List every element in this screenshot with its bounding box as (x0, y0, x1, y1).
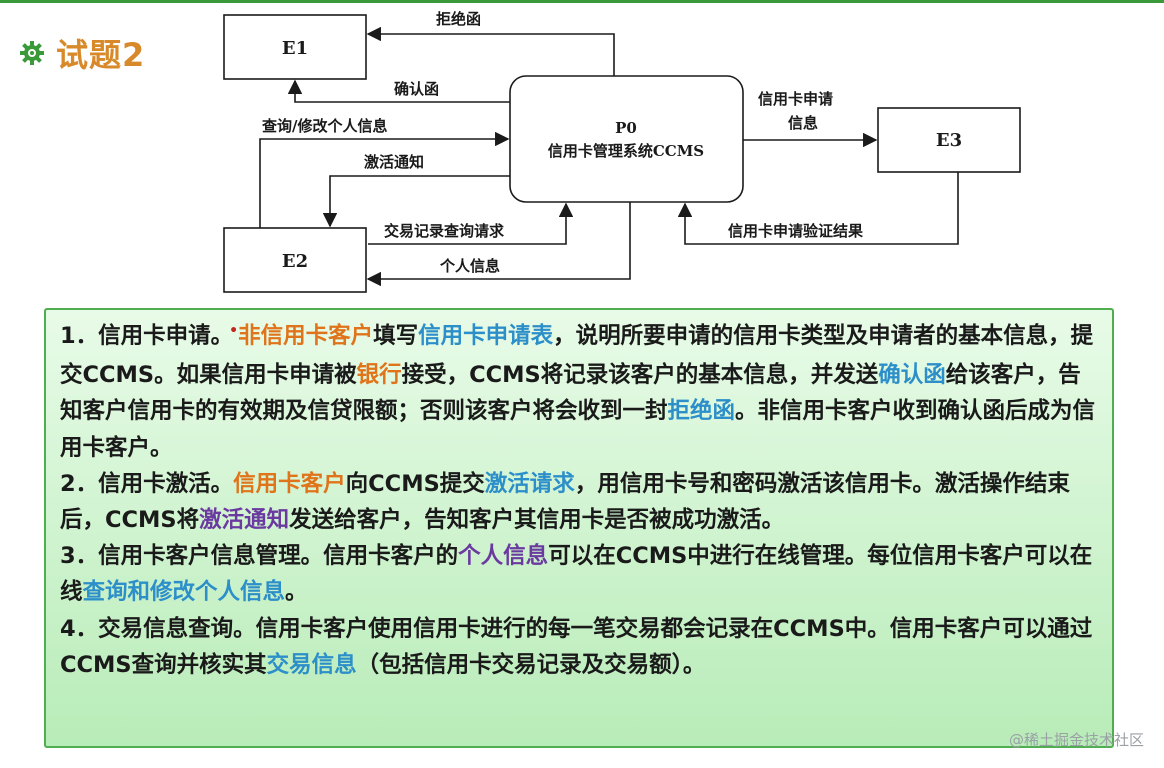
para2-seg: 2．信用卡激活。 (60, 470, 234, 497)
top-accent-bar (0, 0, 1164, 3)
para1-seg: 确认函 (878, 362, 946, 389)
label-card-application-line2: 信息 (788, 114, 818, 132)
entity-e1: E1 (223, 14, 367, 80)
flow-personal-info (366, 202, 631, 287)
label-activation-notice: 激活通知 (364, 153, 424, 171)
para2-seg: 激活请求 (484, 470, 575, 497)
entity-e2: E2 (223, 227, 367, 293)
slide-title-text: 试题2 (56, 36, 146, 74)
watermark: @稀土掘金技术社区 (1008, 731, 1144, 749)
para1-seg: 1．信用卡申请。 (60, 323, 234, 349)
flow-transaction-query (368, 202, 574, 245)
para1-seg: 非信用卡客户 (238, 323, 374, 349)
label-confirm-letter: 确认函 (394, 80, 439, 98)
entity-e1-label: E1 (282, 38, 308, 59)
para2-seg: 激活通知 (199, 507, 290, 534)
para3-seg: 个人信息 (458, 543, 549, 570)
requirements-text-box: 1．信用卡申请。•非信用卡客户填写信用卡申请表，说明所要申请的信用卡类型及申请者… (44, 308, 1114, 748)
para1-seg: 拒绝函 (667, 398, 736, 425)
process-id: P0 (615, 119, 637, 137)
para1-seg: 给该客户，告知客户信用卡的有效期及信贷限额；否则该客户将会收到一封 (60, 362, 1081, 425)
paragraph-4: 4．交易信息查询。信用卡客户使用信用卡进行的每一笔交易都会记录在CCMS中。信用… (60, 611, 1098, 683)
para2-seg: 向CCMS提交 (345, 470, 485, 497)
paragraph-2: 2．信用卡激活。信用卡客户向CCMS提交激活请求，用信用卡号和密码激活该信用卡。… (60, 466, 1098, 538)
gear-bullet-icon (18, 39, 46, 67)
paragraph-1: 1．信用卡申请。•非信用卡客户填写信用卡申请表，说明所要申请的信用卡类型及申请者… (60, 318, 1098, 466)
label-personal-info: 个人信息 (439, 257, 500, 275)
para2-seg: 信用卡客户 (233, 470, 346, 497)
label-reject-letter: 拒绝函 (436, 10, 481, 28)
label-card-application-line1: 信用卡申请 (758, 90, 833, 108)
para1-seg: 接受，CCMS将记录该客户的基本信息，并发送 (401, 362, 879, 389)
entity-e2-label: E2 (282, 251, 308, 272)
para4-seg: 4．交易信息查询。信用卡客户使用信用卡进行的每一笔交易都会记录在CCMS中。信用… (60, 615, 1093, 678)
paragraph-3: 3．信用卡客户信息管理。信用卡客户的个人信息可以在CCMS中进行在线管理。每位信… (60, 538, 1098, 610)
process-p0: P0 信用卡管理系统CCMS (509, 75, 744, 203)
flow-reject-letter (366, 26, 615, 76)
flow-activation-notice (322, 175, 510, 228)
para3-seg: 可以在CCMS中进行在线管理。每位信用卡客户可以在线 (60, 543, 1093, 606)
para2-seg: ，用信用卡号和密码激活该信用卡。激活操作结束后，CCMS将 (60, 470, 1070, 534)
label-transaction-query: 交易记录查询请求 (384, 222, 505, 240)
para2-seg: 发送给客户，告知客户其信用卡是否被成功激活。 (289, 507, 785, 534)
para4-seg: 交易信息 (266, 651, 357, 678)
data-flow-diagram: E1 E2 E3 P0 信用卡管理系统CCMS 拒绝函 确认函 查询/修改个人信… (223, 10, 1021, 293)
entity-e3: E3 (877, 107, 1021, 173)
label-verification-result: 信用卡申请验证结果 (728, 222, 864, 240)
flow-verification-result (677, 172, 959, 245)
para1-seg: 银行 (356, 362, 402, 389)
para1-seg: 填写 (373, 323, 419, 349)
para3-seg: 查询和修改个人信息 (82, 579, 286, 606)
slide-title: 试题2 (18, 30, 145, 76)
process-name: 信用卡管理系统CCMS (548, 142, 704, 160)
flow-query-modify (259, 131, 510, 228)
para3-seg: 3．信用卡客户信息管理。信用卡客户的 (60, 543, 459, 570)
para4-seg: （包括信用卡交易记录及交易额）。 (356, 651, 706, 678)
red-dot-marker: • (229, 323, 239, 339)
para3-seg: 。 (285, 579, 308, 606)
label-query-modify: 查询/修改个人信息 (262, 117, 387, 135)
para1-seg: 信用卡申请表 (418, 323, 554, 349)
para1-seg: 。非信用卡客户收到确认函后成为信用卡客户。 (60, 398, 1096, 461)
entity-e3-label: E3 (936, 130, 962, 151)
para1-seg: ，说明所要申请的信用卡类型及申请者的基本信息，提交CCMS。如果信用卡申请被 (60, 323, 1094, 389)
flow-confirm-letter (287, 79, 510, 103)
